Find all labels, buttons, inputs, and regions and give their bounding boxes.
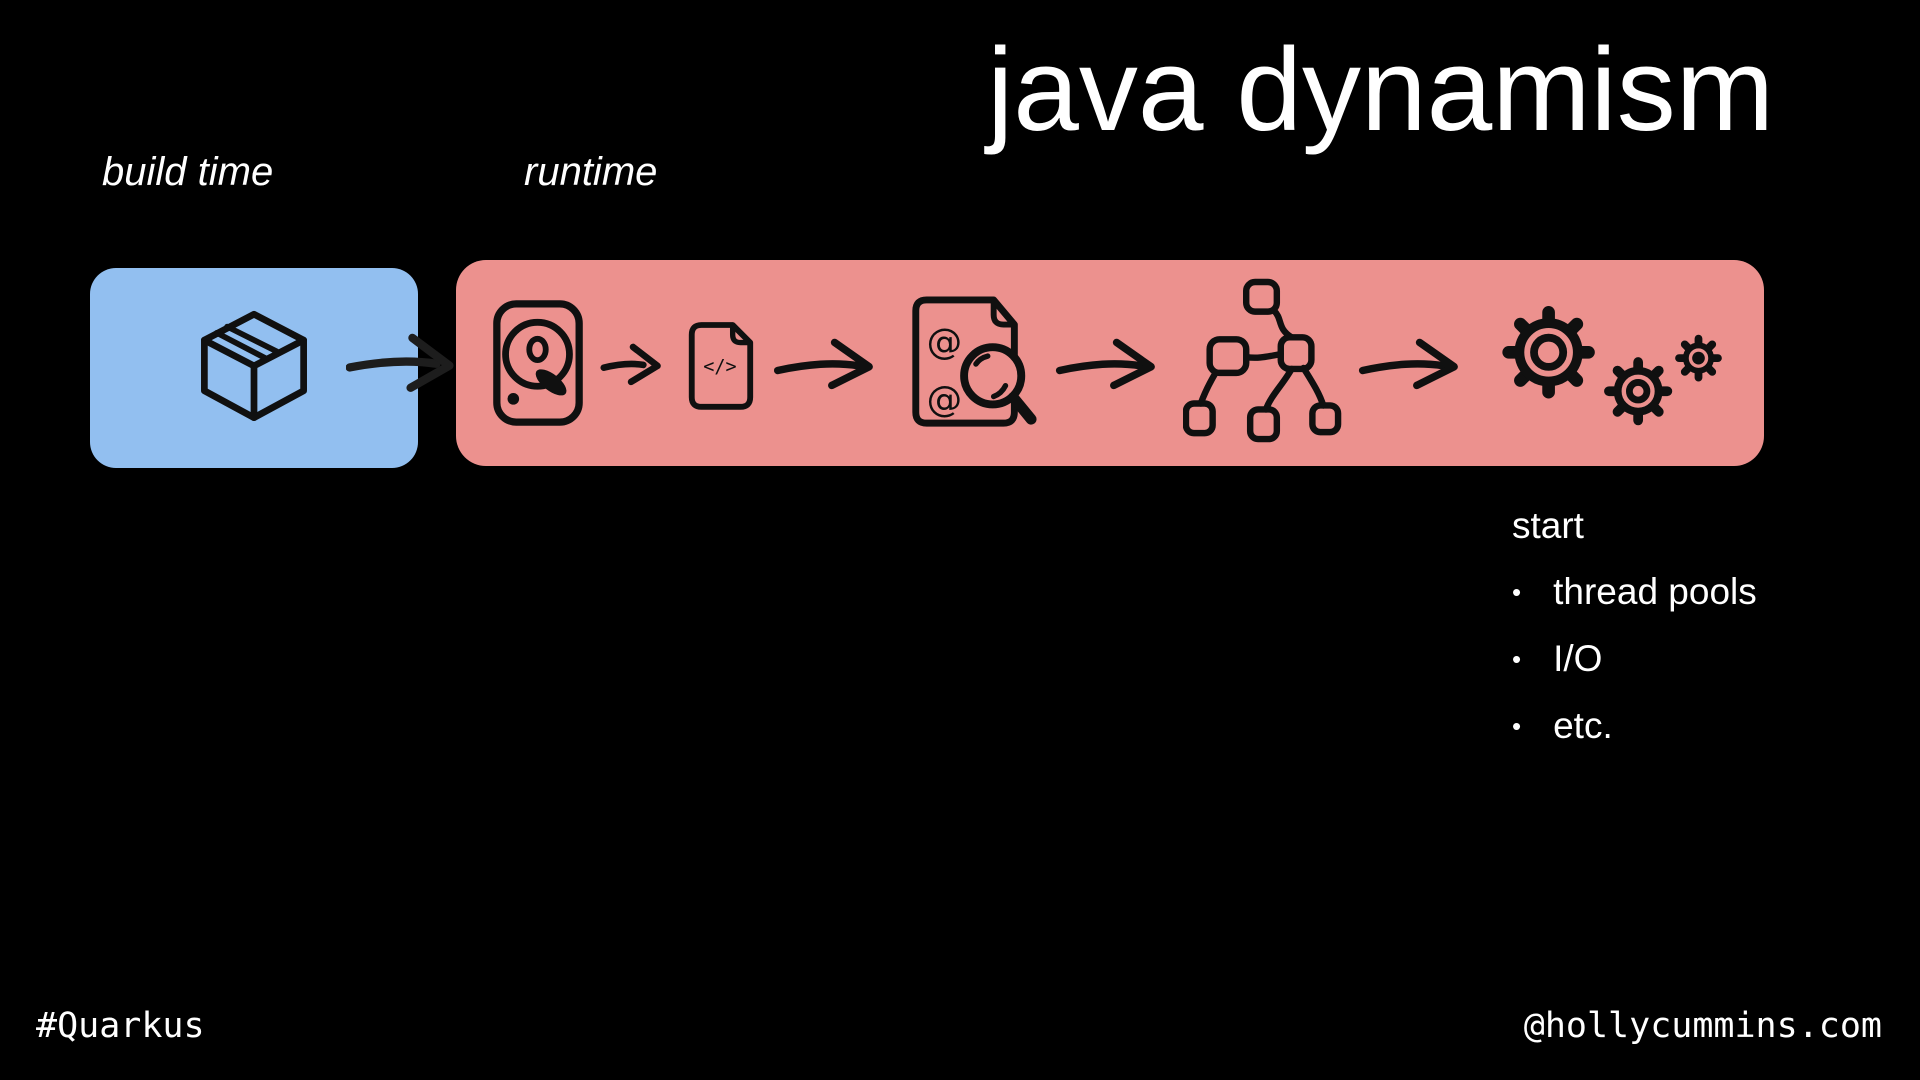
at-annotation-label: @ (927, 322, 962, 363)
list-item-label: etc. (1553, 705, 1613, 746)
bullet-icon: • (1512, 644, 1522, 674)
arrow-icon (774, 338, 874, 390)
at-annotation-label: @ (927, 379, 962, 420)
list-item-label: thread pools (1553, 571, 1757, 612)
list-item-label: I/O (1553, 638, 1603, 679)
build-time-label: build time (102, 150, 274, 194)
start-list-heading: start (1512, 505, 1584, 546)
bullet-icon: • (1512, 577, 1522, 607)
list-item: • etc. (1512, 705, 1757, 747)
arrow-icon (1055, 338, 1155, 390)
code-file-icon: </> (688, 322, 753, 410)
hard-disk-icon (493, 300, 583, 426)
page-title: java dynamism (987, 24, 1774, 156)
annotation-scan-icon: @ @ (912, 296, 1037, 427)
start-list: start • thread pools • I/O • etc. (1512, 505, 1757, 772)
handle-footer: @hollycummins.com (1523, 1006, 1882, 1046)
arrow-icon (1359, 338, 1459, 390)
list-item: • thread pools (1512, 571, 1757, 613)
hashtag-footer: #Quarkus (36, 1006, 205, 1046)
arrow-icon (600, 343, 661, 386)
code-file-label: </> (703, 357, 736, 378)
bullet-icon: • (1512, 711, 1522, 741)
list-item: • I/O (1512, 638, 1757, 680)
object-graph-icon (1182, 278, 1341, 443)
build-to-runtime-arrow-icon (346, 333, 454, 392)
gears-icon (1502, 306, 1722, 426)
runtime-box: </> @ @ (456, 260, 1764, 466)
runtime-label: runtime (524, 150, 658, 194)
package-icon (201, 310, 307, 421)
